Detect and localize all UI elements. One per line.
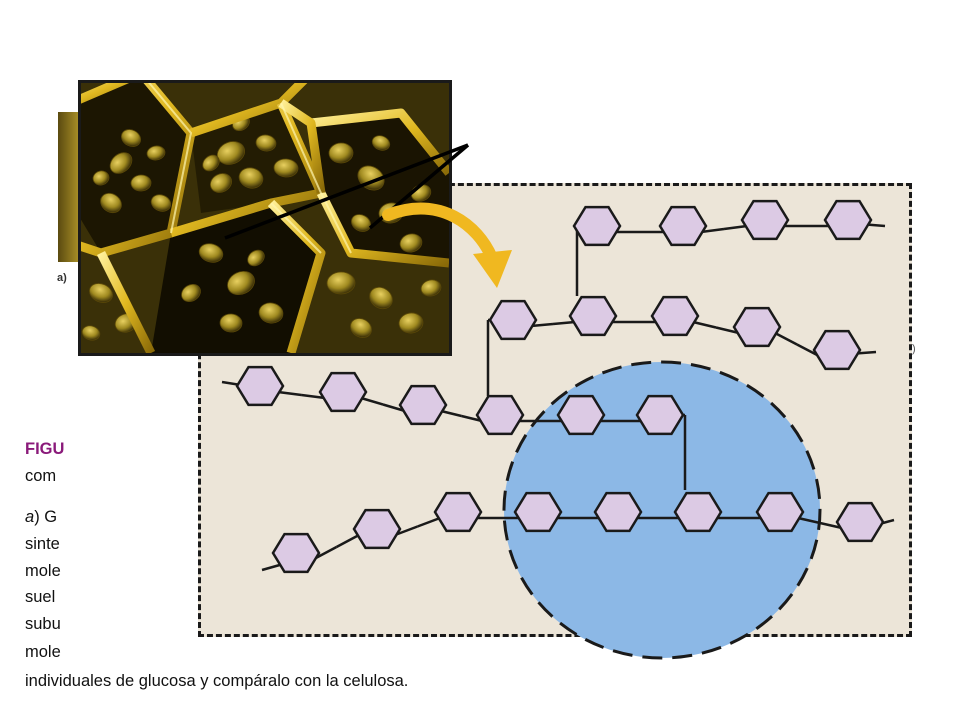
glucose-unit xyxy=(658,205,708,247)
starch-granule xyxy=(146,145,166,161)
side-mark: ) xyxy=(912,343,916,355)
glucose-unit xyxy=(271,532,321,574)
caption-line-1: com xyxy=(25,467,57,485)
caption-line-6: subu xyxy=(25,615,61,633)
bond-line xyxy=(301,393,326,400)
starch-granule xyxy=(89,283,113,303)
glucose-unit xyxy=(823,199,873,241)
starch-granule xyxy=(109,152,133,174)
bond-line xyxy=(552,320,576,326)
bond-line xyxy=(360,396,384,406)
glucose-unit xyxy=(513,491,563,533)
starch-granule xyxy=(326,271,356,295)
starch-granule xyxy=(150,194,172,212)
caption-line-2-rest: ) G xyxy=(34,508,58,526)
bond-line xyxy=(530,322,554,328)
glucose-unit xyxy=(488,299,538,341)
caption-line-2-letter: a xyxy=(25,508,35,526)
bond-line xyxy=(723,224,748,231)
caption-figure-label: FIGU xyxy=(25,440,65,458)
caption-line-5: suel xyxy=(25,588,56,606)
caption-line-4: mole xyxy=(25,562,61,580)
glucose-unit xyxy=(398,384,448,426)
background-figure-label: a) xyxy=(57,272,67,284)
highlight-ellipse xyxy=(502,360,822,660)
glucose-unit xyxy=(568,295,618,337)
caption-line-8: individuales de glucosa y compáralo con … xyxy=(25,672,409,690)
glucose-unit xyxy=(812,329,862,371)
micrograph-image xyxy=(81,83,449,353)
starch-granule xyxy=(198,243,224,263)
starch-granule xyxy=(130,174,152,192)
glucose-unit xyxy=(352,508,402,550)
glucose-unit xyxy=(572,205,622,247)
starch-granule xyxy=(100,192,122,214)
bond-line xyxy=(417,516,441,528)
starch-granule xyxy=(350,318,372,338)
starch-granule xyxy=(258,302,284,324)
bond-line xyxy=(774,331,798,346)
glucose-unit xyxy=(650,295,700,337)
bond-line xyxy=(797,516,821,525)
starch-granule xyxy=(202,154,220,172)
glucose-unit xyxy=(593,491,643,533)
glucose-unit xyxy=(732,306,782,348)
bond-line xyxy=(440,409,462,418)
starch-granule xyxy=(398,312,424,334)
starch-granule xyxy=(92,170,110,186)
glucose-unit xyxy=(740,199,790,241)
starch-granule xyxy=(328,142,354,164)
starch-granule xyxy=(219,313,243,333)
starch-granule xyxy=(247,249,265,267)
bond-line xyxy=(394,525,418,537)
starch-granule xyxy=(121,129,141,147)
caption-line-3: sinte xyxy=(25,535,60,553)
bond-line xyxy=(692,320,717,329)
glucose-unit xyxy=(835,501,885,543)
bond-line xyxy=(382,403,406,413)
bond-line xyxy=(335,533,360,549)
starch-granule xyxy=(369,286,393,310)
glucose-unit xyxy=(235,365,285,407)
bond-line xyxy=(277,390,302,397)
starch-granule xyxy=(227,270,255,296)
bond-line xyxy=(819,521,843,530)
glucose-units xyxy=(235,199,885,574)
caption-line-7: mole xyxy=(25,643,61,661)
glucose-unit xyxy=(556,394,606,436)
bond-line xyxy=(461,414,483,423)
caption-line-2: a) G xyxy=(25,508,57,527)
glucose-unit xyxy=(433,491,483,533)
micrograph-photo xyxy=(78,80,452,356)
bond-line xyxy=(715,326,740,335)
glucose-unit xyxy=(755,491,805,533)
bond-line xyxy=(700,227,725,234)
glucose-unit xyxy=(635,394,685,436)
starch-granule xyxy=(81,325,101,341)
glucose-unit xyxy=(673,491,723,533)
glucose-unit xyxy=(318,371,368,413)
starch-granule xyxy=(181,283,201,303)
starch-granule xyxy=(420,279,442,297)
glucose-unit xyxy=(475,394,525,436)
